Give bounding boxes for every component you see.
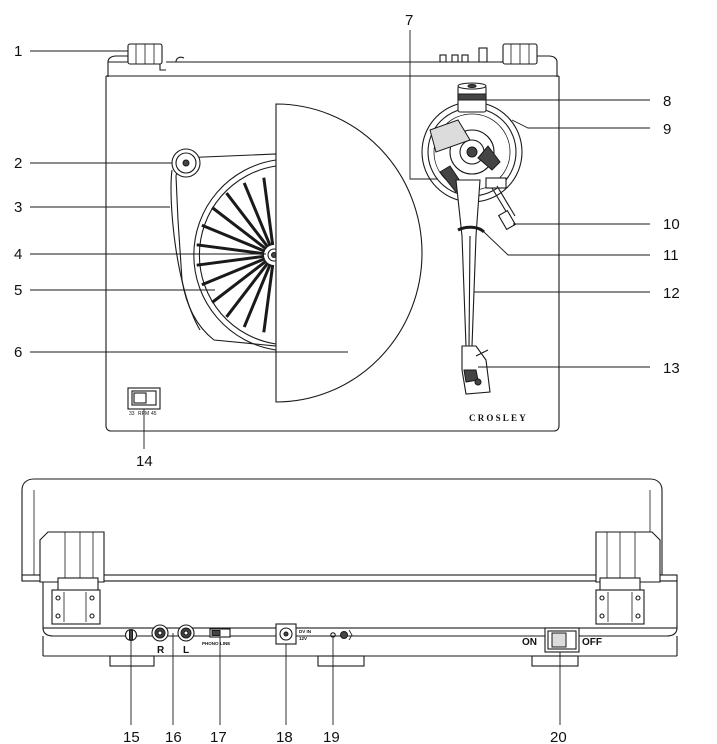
rear-jacks-top-view [439, 47, 488, 63]
plinth [105, 76, 560, 432]
top-view: 33 RPM 45 CROSLEY [14, 12, 680, 470]
top-callouts: 1 2 3 4 5 6 7 8 9 10 11 12 13 [14, 12, 680, 470]
tonearm-assembly [421, 82, 523, 395]
power-switch[interactable]: ON OFF [522, 627, 602, 653]
platter-spoke [201, 223, 266, 253]
callout-13: 13 [663, 360, 680, 377]
rear-callouts: 15 16 17 18 19 20 [123, 633, 567, 744]
speed-45-label: 45 [151, 411, 157, 417]
power-off-label: OFF [582, 637, 602, 648]
callout-15: 15 [123, 729, 140, 744]
platter-spoke [211, 206, 268, 251]
rca-output-right[interactable]: R [151, 624, 169, 656]
dust-cover-lid [21, 478, 663, 575]
rca-left-label: L [183, 645, 189, 656]
platter-spoke [201, 257, 266, 287]
callout-18: 18 [276, 729, 293, 744]
phono-line-switch[interactable]: PHONO LINE [202, 628, 231, 646]
rear-view: R L PHONO LINE DV IN 12V [21, 478, 678, 744]
callout-12: 12 [663, 285, 680, 302]
callout-17: 17 [210, 729, 227, 744]
platter-spoke [196, 243, 265, 256]
callout-8: 8 [663, 93, 671, 110]
cue-lever[interactable] [497, 209, 517, 231]
callout-16: 16 [165, 729, 182, 744]
platter-spoke [225, 192, 270, 249]
hinge-right-rear [595, 531, 661, 625]
platter-spoke [242, 263, 272, 328]
callout-6: 6 [14, 344, 22, 361]
bluetooth-indicator [330, 629, 353, 641]
hinge-right-top [500, 43, 558, 77]
callout-10: 10 [663, 216, 680, 233]
callout-5: 5 [14, 282, 22, 299]
platter-spoke [262, 264, 275, 333]
drive-belt [170, 169, 201, 331]
brand-logo: CROSLEY [469, 413, 528, 423]
foot-left [109, 655, 155, 667]
line-label: LINE [220, 641, 230, 646]
callout-11: 11 [663, 247, 679, 264]
motor-pulley [171, 148, 201, 178]
foot-right [531, 655, 579, 667]
platter-spokes [196, 177, 275, 333]
phono-label: PHONO [202, 641, 219, 646]
platter-spoke [225, 261, 270, 318]
callout-7: 7 [405, 12, 413, 29]
dc-in-label: DV IN [299, 629, 311, 634]
ground-terminal[interactable] [124, 628, 138, 642]
callout-1: 1 [14, 43, 22, 60]
rear-edge-detail [175, 56, 185, 63]
platter-spoke [211, 259, 268, 304]
half-cover [275, 103, 423, 403]
platter-spoke [196, 254, 265, 267]
callout-3: 3 [14, 199, 22, 216]
callout-4: 4 [14, 246, 22, 263]
platter-spoke [262, 177, 275, 246]
callout-19: 19 [323, 729, 340, 744]
dc-power-jack[interactable]: DV IN 12V [275, 623, 311, 645]
power-on-label: ON [522, 637, 537, 648]
rca-output-left[interactable]: L [177, 624, 195, 656]
callout-2: 2 [14, 155, 22, 172]
plinth-back [42, 580, 678, 629]
hinge-left-top [107, 43, 166, 77]
callout-20: 20 [550, 729, 567, 744]
platter-spoke [242, 182, 272, 247]
callout-14: 14 [136, 453, 153, 470]
speed-33-label: 33 [129, 411, 135, 417]
callout-9: 9 [663, 121, 671, 138]
rca-right-label: R [157, 645, 165, 656]
hinge-left-rear [39, 531, 105, 625]
dc-voltage-label: 12V [299, 636, 307, 641]
foot-center [317, 655, 365, 667]
tone-arm [455, 179, 481, 347]
